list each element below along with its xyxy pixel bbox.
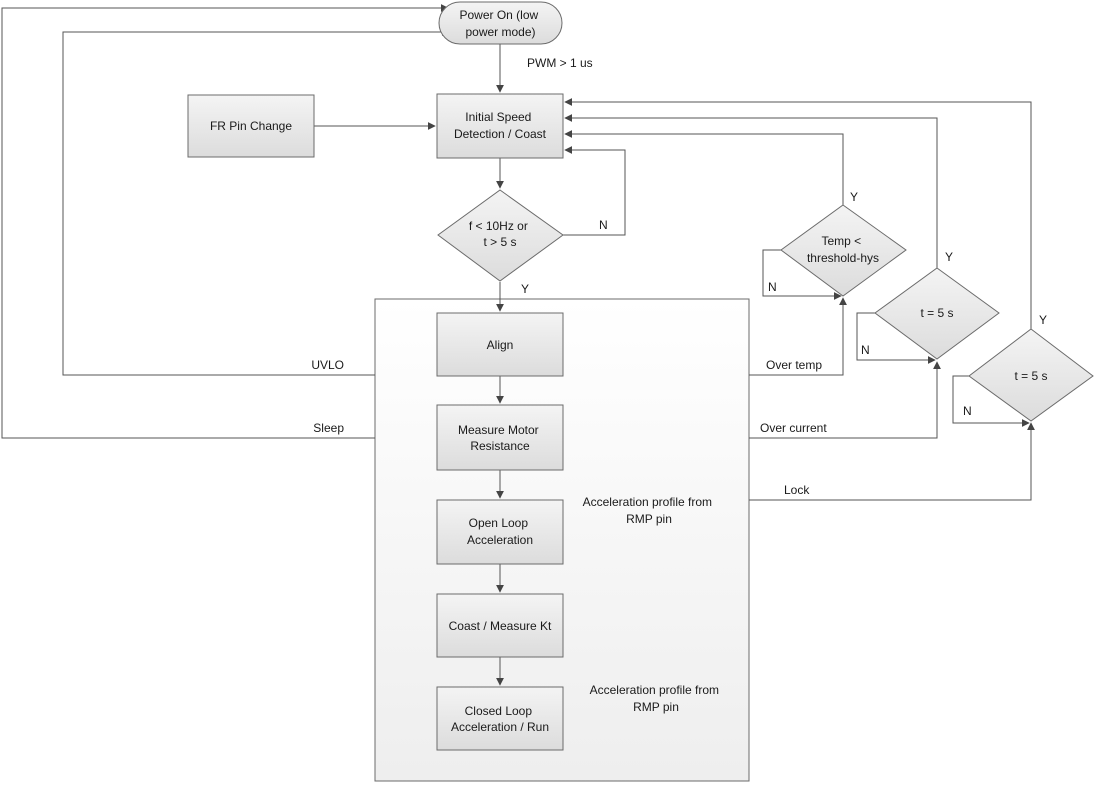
edge-t5-1-yes bbox=[564, 114, 938, 268]
over-temp-label: Over temp bbox=[766, 358, 822, 372]
node-measure-resistance: Measure Motor Resistance bbox=[436, 404, 564, 471]
edge-decision-no bbox=[563, 146, 626, 236]
temp-no-label: N bbox=[768, 280, 777, 294]
initial-speed-label: Initial Speed Detection / Coast bbox=[454, 110, 547, 141]
edge-t5-2-yes bbox=[564, 98, 1032, 329]
t5-decision-2-label: t = 5 s bbox=[1014, 369, 1047, 383]
align-label: Align bbox=[487, 338, 514, 352]
measure-resistance-label: Measure Motor Resistance bbox=[458, 423, 542, 453]
t5-2-yes-label: Y bbox=[1039, 313, 1047, 327]
open-loop-label: Open Loop Acceleration bbox=[467, 516, 533, 547]
power-on-label: Power On (low power mode) bbox=[459, 8, 541, 39]
pwm-label: PWM > 1 us bbox=[527, 56, 593, 70]
node-power-on: Power On (low power mode) bbox=[438, 1, 563, 45]
edge-over-current bbox=[749, 361, 941, 439]
edge-temp-no bbox=[762, 249, 842, 300]
edge-uvlo bbox=[62, 28, 450, 376]
t5-decision-1-label: t = 5 s bbox=[920, 306, 953, 320]
over-current-label: Over current bbox=[760, 421, 827, 435]
note-acceleration-profile-1: Acceleration profile from RMP pin bbox=[583, 495, 716, 526]
closed-loop-label: Closed Loop Acceleration / Run bbox=[451, 704, 549, 734]
t5-1-no-label: N bbox=[861, 343, 870, 357]
freq-no-label: N bbox=[599, 218, 608, 232]
edge-over-temp bbox=[749, 297, 847, 376]
decision-frequency: f < 10Hz or t > 5 s bbox=[437, 189, 564, 282]
node-closed-loop-acceleration: Closed Loop Acceleration / Run bbox=[436, 686, 564, 751]
coast-kt-label: Coast / Measure Kt bbox=[449, 619, 552, 633]
t5-1-yes-label: Y bbox=[945, 250, 953, 264]
node-coast-measure-kt: Coast / Measure Kt bbox=[436, 593, 564, 658]
temp-decision-label: Temp < threshold-hys bbox=[807, 234, 879, 265]
node-initial-speed-detection: Initial Speed Detection / Coast bbox=[436, 93, 564, 159]
note-acceleration-profile-2: Acceleration profile from RMP pin bbox=[590, 683, 723, 714]
sleep-label: Sleep bbox=[313, 421, 344, 435]
edge-lock bbox=[749, 422, 1035, 501]
edge-labels: PWM > 1 us N Y UVLO Sleep Over temp Over… bbox=[311, 56, 1047, 497]
svg-text:Acceleration profile from: Acceleration profile from RMP pin bbox=[583, 495, 716, 526]
svg-text:Acceleration profile from: Acceleration profile from RMP pin bbox=[590, 683, 723, 714]
fr-pin-change-label: FR Pin Change bbox=[210, 119, 292, 133]
edge-t5-1-no bbox=[856, 312, 936, 364]
lock-label: Lock bbox=[784, 483, 810, 497]
decision-timeout-lock: t = 5 s bbox=[968, 328, 1094, 422]
edge-t5-2-no bbox=[952, 375, 1030, 427]
decision-temperature: Temp < threshold-hys bbox=[780, 204, 907, 297]
temp-yes-label: Y bbox=[850, 190, 858, 204]
edge-sleep bbox=[1, 4, 449, 439]
node-fr-pin-change: FR Pin Change bbox=[187, 94, 315, 158]
frequency-decision-label: f < 10Hz or t > 5 s bbox=[469, 219, 531, 249]
decision-timeout-over-current: t = 5 s bbox=[874, 267, 1000, 360]
connectors bbox=[1, 4, 1035, 686]
edge-temp-yes bbox=[564, 130, 844, 205]
uvlo-label: UVLO bbox=[311, 358, 344, 372]
t5-2-no-label: N bbox=[963, 404, 972, 418]
node-open-loop-acceleration: Open Loop Acceleration bbox=[436, 499, 564, 565]
node-align: Align bbox=[436, 312, 564, 377]
freq-yes-label: Y bbox=[521, 282, 529, 296]
